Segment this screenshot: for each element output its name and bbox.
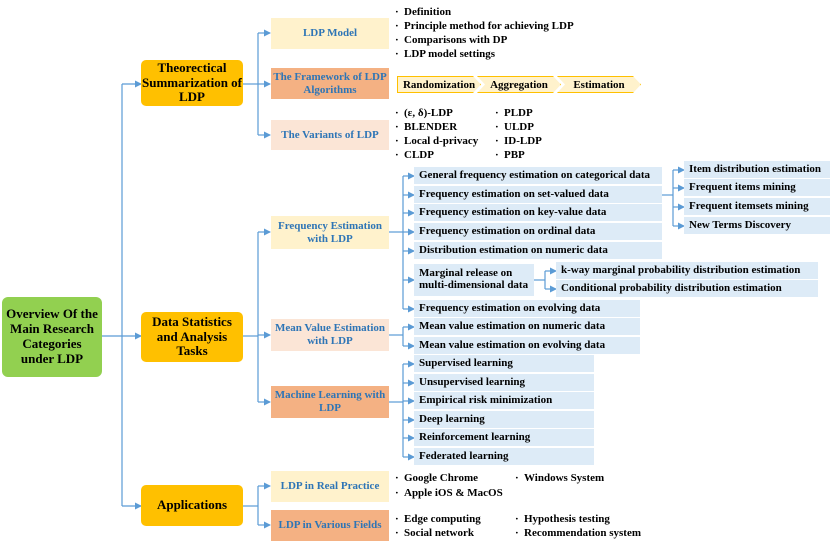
freq-key-value: Frequency estimation on key-value data: [414, 204, 662, 221]
framework-node: The Framework of LDP Algorithms: [271, 68, 389, 99]
variant-item: ·PBP: [495, 149, 525, 161]
freq-set-valued: Frequency estimation on set-valued data: [414, 186, 662, 203]
freq-ordinal: Frequency estimation on ordinal data: [414, 223, 662, 240]
setvalued-sub: New Terms Discovery: [684, 217, 830, 234]
applications-node: Applications: [141, 485, 243, 526]
mean-estimation-node: Mean Value Estimation with LDP: [271, 319, 389, 351]
ml-erm: Empirical risk minimization: [414, 392, 594, 409]
ldp-model-node: LDP Model: [271, 18, 389, 49]
ldp-model-item: ·LDP model settings: [395, 48, 496, 60]
practice-item: ·Windows System: [515, 472, 605, 484]
fields-item: ·Recommendation system: [515, 527, 642, 539]
framework-step-estimation: Estimation: [557, 76, 641, 93]
root-node: Overview Of the Main Research Categories…: [2, 297, 102, 377]
framework-step-aggregation: Aggregation: [477, 76, 561, 93]
marginal-sub-kway: k-way marginal probability distribution …: [556, 262, 818, 279]
theory-node: Theorectical Summarization of LDP: [141, 59, 243, 106]
freq-marginal: Marginal release on multi-dimensional da…: [414, 264, 534, 296]
freq-evolving: Frequency estimation on evolving data: [414, 300, 640, 317]
mean-numeric: Mean value estimation on numeric data: [414, 318, 640, 335]
ml-reinforcement: Reinforcement learning: [414, 429, 594, 446]
framework-step-randomization: Randomization: [397, 76, 481, 93]
variant-item: ·CLDP: [395, 149, 434, 161]
mean-evolving: Mean value estimation on evolving data: [414, 337, 640, 354]
ml-deep: Deep learning: [414, 411, 594, 428]
freq-categorical: General frequency estimation on categori…: [414, 167, 662, 184]
practice-item: ·Google Chrome: [395, 472, 479, 484]
machine-learning-node: Machine Learning with LDP: [271, 386, 389, 418]
variants-node: The Variants of LDP: [271, 120, 389, 150]
setvalued-sub: Frequent itemsets mining: [684, 198, 830, 215]
practice-item: ·Apple iOS & MacOS: [395, 487, 503, 499]
ml-federated: Federated learning: [414, 448, 594, 465]
real-practice-node: LDP in Real Practice: [271, 471, 389, 502]
variant-item: ·Local d-privacy: [395, 135, 479, 147]
fields-item: ·Social network: [395, 527, 474, 539]
variant-item: ·ID-LDP: [495, 135, 542, 147]
setvalued-sub: Item distribution estimation: [684, 161, 830, 178]
frequency-estimation-node: Frequency Estimation with LDP: [271, 216, 389, 249]
variant-item: ·PLDP: [495, 107, 533, 119]
freq-numeric: Distribution estimation on numeric data: [414, 242, 662, 259]
ml-supervised: Supervised learning: [414, 355, 594, 372]
variant-item: ·ULDP: [495, 121, 534, 133]
variant-item: ·(ε, δ)-LDP: [395, 107, 453, 119]
marginal-sub-conditional: Conditional probability distribution est…: [556, 280, 818, 297]
variant-item: ·BLENDER: [395, 121, 458, 133]
fields-item: ·Hypothesis testing: [515, 513, 610, 525]
fields-item: ·Edge computing: [395, 513, 481, 525]
ldp-model-item: ·Definition: [395, 6, 452, 18]
stats-node: Data Statistics and Analysis Tasks: [141, 312, 243, 362]
ml-unsupervised: Unsupervised learning: [414, 374, 594, 391]
various-fields-node: LDP in Various Fields: [271, 510, 389, 541]
ldp-model-item: ·Comparisons with DP: [395, 34, 508, 46]
ldp-model-item: ·Principle method for achieving LDP: [395, 20, 574, 32]
setvalued-sub: Frequent items mining: [684, 179, 830, 196]
